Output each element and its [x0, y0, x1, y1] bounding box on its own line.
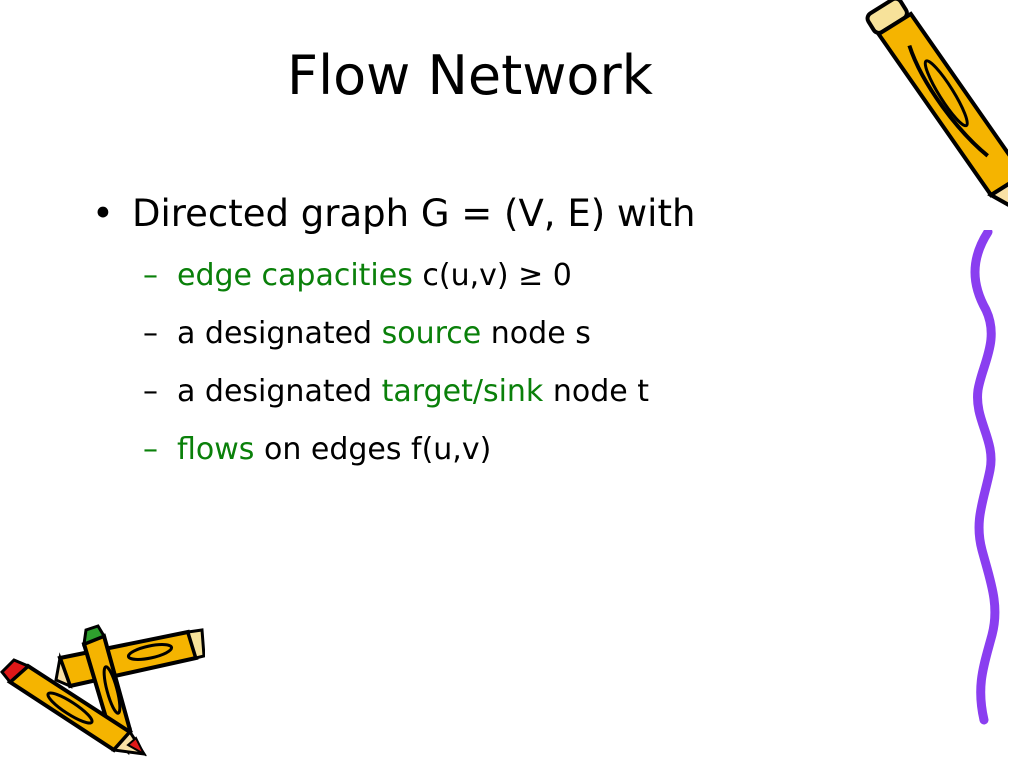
slide-title: Flow Network — [287, 44, 653, 107]
sub-bullet-dash: – — [143, 258, 158, 293]
pencil-icon — [865, 0, 1008, 222]
squiggle-line — [970, 230, 1000, 725]
sub-bullet-dash: – — [143, 316, 158, 351]
sub-bullet-rest: node t — [543, 374, 650, 409]
sub-bullet-item: –edge capacities c(u,v) ≥ 0 — [143, 247, 649, 305]
sub-bullet-item: –flows on edges f(u,v) — [143, 421, 649, 479]
sub-bullet-highlight: flows — [177, 432, 255, 467]
bullet-marker: • — [92, 192, 114, 235]
sub-bullet-rest: on edges f(u,v) — [254, 432, 492, 467]
sub-bullet-item: –a designated target/sink node t — [143, 363, 649, 421]
pencil-pair-icon — [0, 624, 205, 757]
sub-bullet-prefix: a designated — [177, 374, 382, 409]
sub-bullet-highlight: target/sink — [381, 374, 544, 409]
sub-bullet-list: –edge capacities c(u,v) ≥ 0 –a designate… — [143, 247, 649, 479]
sub-bullet-item: –a designated source node s — [143, 305, 649, 363]
sub-bullet-prefix: a designated — [177, 316, 382, 351]
sub-bullet-rest: node s — [481, 316, 591, 351]
sub-bullet-dash: – — [143, 374, 158, 409]
main-bullet: • Directed graph G = (V, E) with — [92, 188, 695, 240]
bullet-text: Directed graph G = (V, E) with — [132, 192, 696, 235]
sub-bullet-highlight: source — [381, 316, 482, 351]
sub-bullet-dash: – — [143, 432, 158, 467]
sub-bullet-rest: c(u,v) ≥ 0 — [412, 258, 572, 293]
sub-bullet-highlight: edge capacities — [177, 258, 413, 293]
